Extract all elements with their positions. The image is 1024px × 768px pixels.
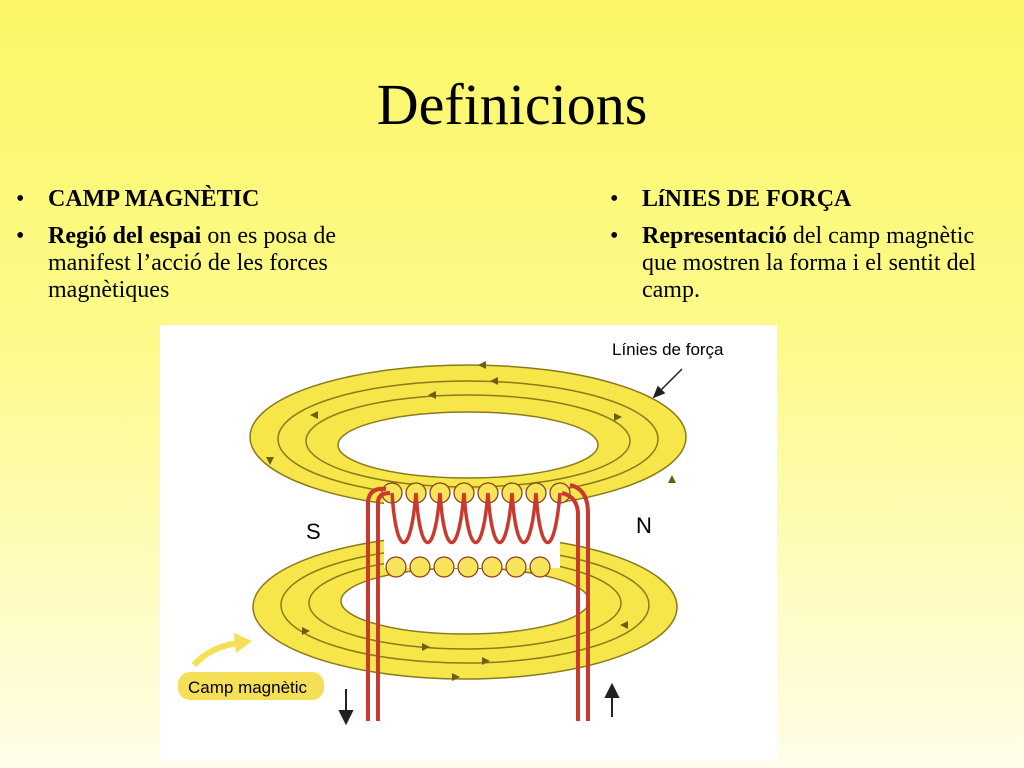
solenoid-field-figure: Línies de força Camp magnètic S N [160, 325, 777, 761]
label-camp-magnetic: Camp magnètic [188, 678, 308, 697]
bullet-camp-magnetic-heading: • CAMP MAGNÈTIC [14, 186, 384, 213]
heading-linies-de-forca: LíNIES DE FORÇA [642, 186, 852, 212]
definition-text: del camp magnètic que mostren la forma i… [642, 223, 976, 303]
heading-camp-magnetic: CAMP MAGNÈTIC [48, 186, 260, 212]
bullet-marker: • [16, 223, 25, 249]
pole-label-south: S [306, 519, 321, 544]
left-column: • CAMP MAGNÈTIC • Regió del espai on es … [14, 186, 384, 314]
bullet-camp-magnetic-definition: • Regió del espai on es posa de manifest… [14, 223, 384, 304]
label-linies-de-forca: Línies de força [612, 340, 724, 359]
field-direction-arrows [266, 361, 676, 681]
linies-label-background [602, 333, 754, 361]
camp-magnetic-label-highlight [178, 672, 324, 700]
slide-title: Definicions [376, 72, 648, 137]
bullet-marker: • [16, 186, 25, 212]
definition-bold-term: Regió del espai [48, 223, 202, 249]
lower-field-lines [252, 534, 678, 680]
bullet-linies-definition: • Representació del camp magnètic que mo… [608, 223, 1008, 304]
solenoid-diagram: Línies de força Camp magnètic S N [178, 333, 754, 726]
pole-label-north: N [636, 513, 652, 538]
definition-bold-term: Representació [642, 223, 787, 249]
lead-wires [366, 483, 590, 721]
camp-magnetic-arrow [191, 633, 252, 668]
upper-field-lines [249, 364, 687, 510]
bullet-marker: • [610, 223, 619, 249]
current-arrows [338, 682, 620, 726]
pointer-arrow [652, 368, 683, 399]
bullet-linies-heading: • LíNIES DE FORÇA [608, 186, 1008, 213]
right-column: • LíNIES DE FORÇA • Representació del ca… [608, 186, 1008, 314]
bullet-marker: • [610, 186, 619, 212]
definition-text: on es posa de manifest l’acció de les fo… [48, 223, 336, 303]
solenoid-coil [381, 482, 571, 578]
